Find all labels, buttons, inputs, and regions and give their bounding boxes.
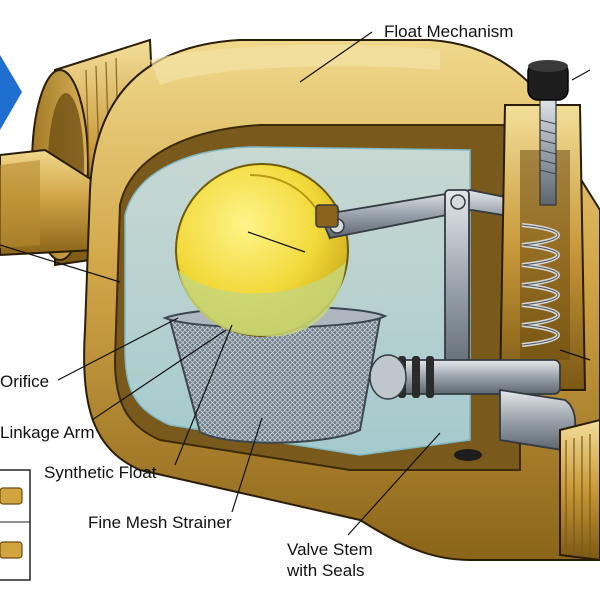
leader-lines [0, 31, 591, 536]
label-float-mechanism: Float Mechanism [384, 22, 513, 41]
label-fine-mesh-strainer: Fine Mesh Strainer [88, 513, 232, 532]
linkage-arm [315, 189, 546, 383]
pilot-valve-housing [498, 60, 587, 391]
label-orifice: Orifice [0, 372, 49, 391]
flow-arrow-icon [0, 55, 22, 130]
label-valve-stem-line1: Valve Stem [287, 540, 373, 559]
valve-stem [369, 354, 577, 461]
label-valve-stem-line2: with Seals [286, 561, 364, 580]
label-synthetic-float: Synthetic Float [44, 463, 157, 482]
label-linkage-arm: Linkage Arm [0, 423, 95, 442]
synthetic-float [175, 163, 349, 337]
outlet-pipe [559, 418, 600, 562]
legend-fragment [0, 469, 31, 581]
